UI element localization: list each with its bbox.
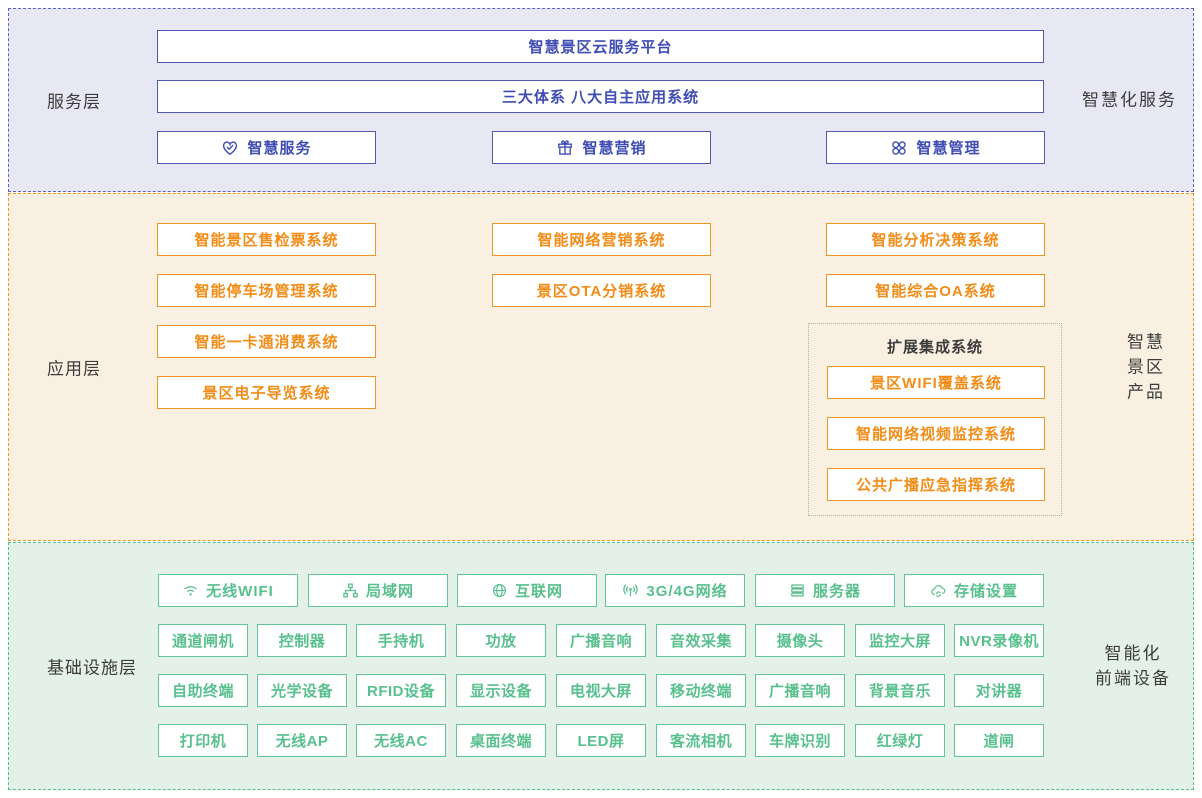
signal-icon bbox=[622, 582, 639, 599]
system-overview-bar: 三大体系 八大自主应用系统 bbox=[157, 80, 1044, 113]
cloud-storage-icon bbox=[930, 582, 947, 599]
globe-icon bbox=[491, 582, 508, 599]
app-system-box: 景区OTA分销系统 bbox=[492, 274, 711, 307]
device-box: 无线AC bbox=[356, 724, 446, 757]
infrastructure-layer-right-label: 智能化 前端设备 bbox=[1095, 641, 1171, 691]
network-box-label: 无线WIFI bbox=[206, 583, 274, 600]
device-box: 车牌识别 bbox=[755, 724, 845, 757]
infrastructure-layer-label: 基础设施层 bbox=[47, 658, 137, 678]
right-label-line: 智慧 bbox=[1127, 332, 1165, 352]
right-label-line: 景区 bbox=[1127, 357, 1165, 377]
device-box: 电视大屏 bbox=[556, 674, 646, 707]
device-box: 客流相机 bbox=[656, 724, 746, 757]
device-box: 道闸 bbox=[954, 724, 1044, 757]
network-box-label: 3G/4G网络 bbox=[646, 583, 728, 600]
device-box: NVR录像机 bbox=[954, 624, 1044, 657]
device-box: LED屏 bbox=[556, 724, 646, 757]
extension-systems-group: 扩展集成系统 景区WIFI覆盖系统 智能网络视频监控系统 公共广播应急指挥系统 bbox=[808, 323, 1062, 516]
device-box: 广播音响 bbox=[755, 674, 845, 707]
service-layer-label: 服务层 bbox=[47, 92, 101, 112]
device-box: 无线AP bbox=[257, 724, 347, 757]
device-box: 移动终端 bbox=[656, 674, 746, 707]
pillar-smart-service: 智慧服务 bbox=[157, 131, 376, 164]
extension-system-box: 景区WIFI覆盖系统 bbox=[827, 366, 1045, 399]
device-box: 音效采集 bbox=[656, 624, 746, 657]
device-box: 光学设备 bbox=[257, 674, 347, 707]
pillar-label: 智慧服务 bbox=[247, 140, 312, 157]
extension-system-box: 公共广播应急指挥系统 bbox=[827, 468, 1045, 501]
wifi-icon bbox=[182, 582, 199, 599]
network-box-server: 服务器 bbox=[755, 574, 895, 607]
device-box: 桌面终端 bbox=[456, 724, 546, 757]
device-box: RFID设备 bbox=[356, 674, 446, 707]
device-box: 广播音响 bbox=[556, 624, 646, 657]
heart-check-icon bbox=[221, 139, 239, 157]
device-box: 监控大屏 bbox=[855, 624, 945, 657]
app-system-box: 智能分析决策系统 bbox=[826, 223, 1045, 256]
device-box: 自助终端 bbox=[158, 674, 248, 707]
right-label-line: 产品 bbox=[1127, 382, 1165, 402]
app-system-box: 景区电子导览系统 bbox=[157, 376, 376, 409]
device-box: 摄像头 bbox=[755, 624, 845, 657]
right-label-line: 智能化 bbox=[1104, 644, 1162, 663]
app-system-box: 智能一卡通消费系统 bbox=[157, 325, 376, 358]
network-box-3g4g: 3G/4G网络 bbox=[605, 574, 745, 607]
extension-group-title: 扩展集成系统 bbox=[886, 339, 983, 356]
infrastructure-layer-section: 基础设施层 智能化 前端设备 无线WIFI bbox=[8, 542, 1194, 790]
app-system-box: 智能综合OA系统 bbox=[826, 274, 1045, 307]
network-box-lan: 局域网 bbox=[308, 574, 448, 607]
right-label-line: 前端设备 bbox=[1095, 669, 1171, 688]
application-layer-section: 应用层 智慧 景区 产品 智能景区售检票系统 智能停车场管理系统 智能一卡通消费… bbox=[8, 193, 1194, 541]
network-box-label: 存储设置 bbox=[953, 583, 1018, 600]
application-layer-label: 应用层 bbox=[47, 359, 101, 379]
server-icon bbox=[789, 582, 806, 599]
cloud-platform-bar: 智慧景区云服务平台 bbox=[157, 30, 1044, 63]
device-box: 控制器 bbox=[257, 624, 347, 657]
device-box: 打印机 bbox=[158, 724, 248, 757]
pillar-smart-marketing: 智慧营销 bbox=[492, 131, 711, 164]
network-box-label: 互联网 bbox=[514, 583, 563, 600]
extension-system-box: 智能网络视频监控系统 bbox=[827, 417, 1045, 450]
app-system-box: 智能景区售检票系统 bbox=[157, 223, 376, 256]
four-circles-icon bbox=[890, 139, 908, 157]
device-box: 背景音乐 bbox=[855, 674, 945, 707]
lan-icon bbox=[342, 582, 359, 599]
device-box: 红绿灯 bbox=[855, 724, 945, 757]
network-box-internet: 互联网 bbox=[457, 574, 597, 607]
pillar-label: 智慧管理 bbox=[916, 140, 981, 157]
device-box: 对讲器 bbox=[954, 674, 1044, 707]
network-box-wifi: 无线WIFI bbox=[158, 574, 298, 607]
pillar-smart-management: 智慧管理 bbox=[826, 131, 1045, 164]
gift-icon bbox=[556, 139, 574, 157]
pillar-label: 智慧营销 bbox=[582, 140, 647, 157]
app-system-box: 智能停车场管理系统 bbox=[157, 274, 376, 307]
device-box: 通道闸机 bbox=[158, 624, 248, 657]
device-box: 显示设备 bbox=[456, 674, 546, 707]
network-box-storage: 存储设置 bbox=[904, 574, 1044, 607]
device-box: 功放 bbox=[456, 624, 546, 657]
network-box-label: 局域网 bbox=[365, 583, 414, 600]
application-layer-right-label: 智慧 景区 产品 bbox=[1127, 330, 1165, 405]
network-box-label: 服务器 bbox=[812, 583, 861, 600]
app-system-box: 智能网络营销系统 bbox=[492, 223, 711, 256]
service-layer-section: 服务层 智慧化服务 智慧景区云服务平台 三大体系 八大自主应用系统 智慧服务 bbox=[8, 8, 1194, 192]
service-layer-right-label: 智慧化服务 bbox=[1082, 90, 1177, 110]
device-box: 手持机 bbox=[356, 624, 446, 657]
